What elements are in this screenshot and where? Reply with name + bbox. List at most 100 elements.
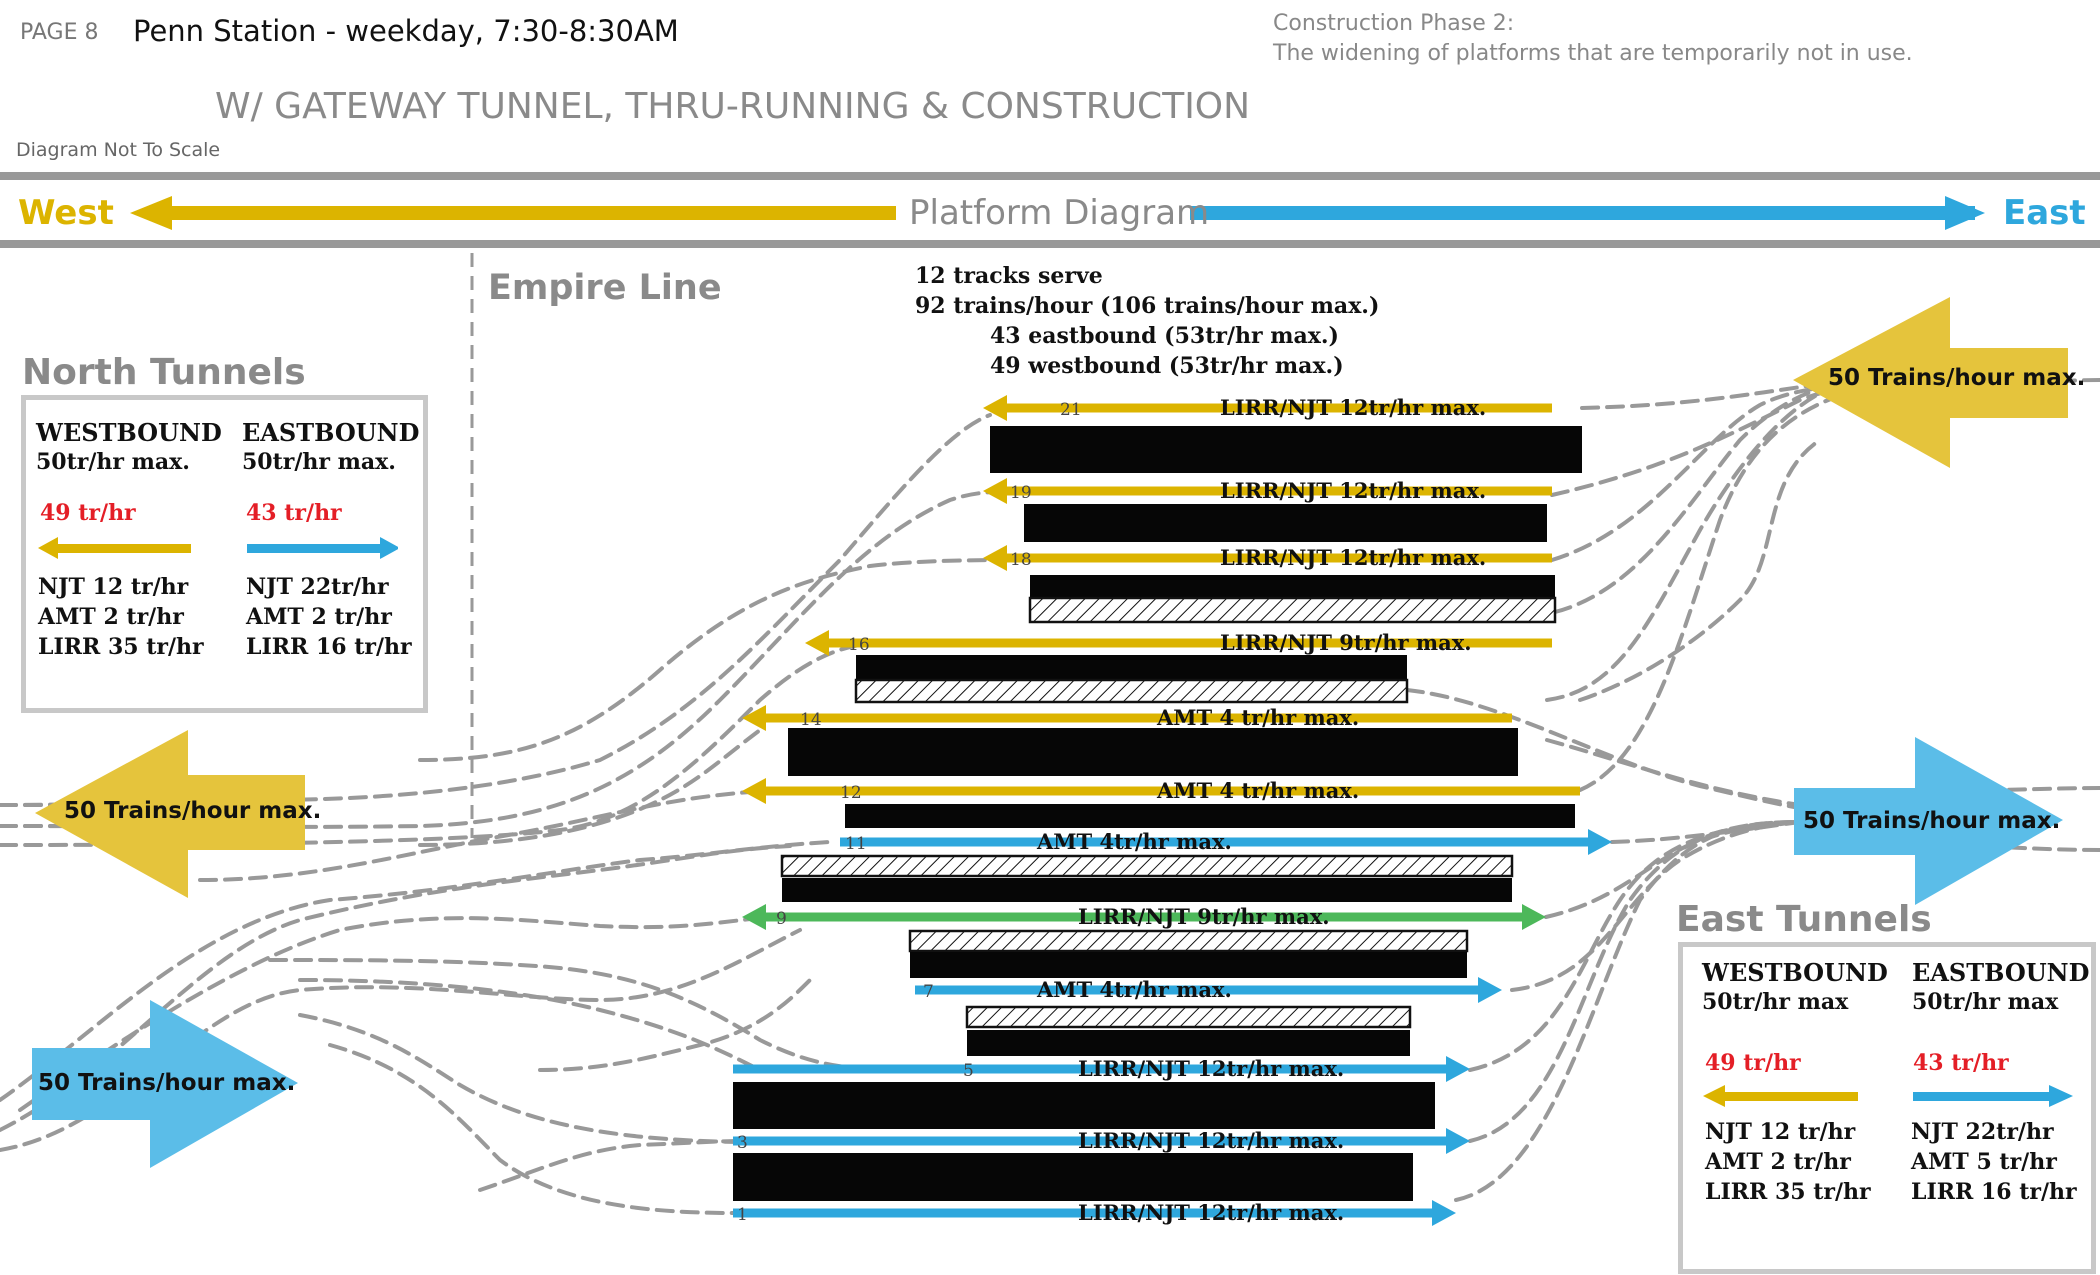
banner-top-rule: [0, 172, 2100, 180]
north-tunnel-eastbound-arrow: [32, 1000, 298, 1168]
east-westbound-rate: 49 tr/hr: [1705, 1050, 1801, 1076]
north-westbound-amt: AMT 2 tr/hr: [38, 604, 184, 630]
north-eastbound-max: 50tr/hr max.: [242, 449, 396, 475]
connector-curve: [418, 558, 1032, 762]
connector-curve: [328, 1043, 737, 1215]
east-eastbound-rate: 43 tr/hr: [1913, 1050, 2009, 1076]
summary-westbound: 49 westbound (53tr/hr max.): [990, 353, 1344, 379]
track-7: 7 AMT 4tr/hr max.: [915, 977, 1502, 1003]
track-label: LIRR/NJT 12tr/hr max.: [1220, 395, 1486, 420]
north-westbound-arrow: [38, 537, 191, 559]
east-label: East: [2003, 193, 2086, 233]
north-tunnels-panel: WESTBOUND 50tr/hr max. EASTBOUND 50tr/hr…: [21, 395, 428, 713]
east-eastbound-max: 50tr/hr max: [1912, 989, 2059, 1015]
east-eastbound-amt: AMT 5 tr/hr: [1911, 1149, 2057, 1175]
connector-curve: [198, 790, 752, 882]
connector-curve: [1510, 820, 1802, 992]
track-number: 21: [1060, 400, 1082, 420]
track-number: 19: [1010, 483, 1032, 503]
empire-line-label: Empire Line: [488, 268, 722, 308]
platform-8: [845, 804, 1575, 828]
north-westbound-arrow-label: 50 Trains/hour max.: [64, 798, 322, 824]
connector-curve: [0, 844, 792, 1132]
connector-curve: [478, 1139, 742, 1192]
track-18: 18 LIRR/NJT 12tr/hr max.: [983, 545, 1552, 571]
track-label: AMT 4 tr/hr max.: [1156, 778, 1359, 803]
platform-7: [788, 728, 1518, 776]
track-number: 1: [737, 1205, 748, 1225]
track-19: 19 LIRR/NJT 12tr/hr max.: [983, 478, 1552, 504]
platform-under-construction: [965, 1005, 1412, 1029]
east-westbound-max: 50tr/hr max: [1702, 989, 1849, 1015]
platforms: [733, 426, 1582, 1201]
banner-west-arrow: [130, 196, 896, 230]
platform-under-construction: [908, 929, 1469, 953]
summary-trains: 92 trains/hour (106 trains/hour max.): [915, 293, 1380, 319]
track-21: 21 LIRR/NJT 12tr/hr max.: [983, 395, 1552, 421]
platform-15: [733, 1082, 1435, 1129]
track-label: LIRR/NJT 12tr/hr max.: [1078, 1128, 1344, 1153]
north-westbound-lirr: LIRR 35 tr/hr: [38, 634, 204, 660]
east-westbound-arrow: [1703, 1085, 1858, 1107]
connector-curve: [1550, 378, 1922, 497]
platform-1: [990, 426, 1582, 473]
east-eastbound-header: EASTBOUND: [1912, 958, 2090, 987]
north-eastbound-amt: AMT 2 tr/hr: [246, 604, 392, 630]
connector-curve: [0, 413, 992, 807]
east-tunnels-panel: WESTBOUND 50tr/hr max EASTBOUND 50tr/hr …: [1678, 942, 2096, 1274]
track-label: LIRR/NJT 12tr/hr max.: [1220, 478, 1486, 503]
north-westbound-rate: 49 tr/hr: [40, 500, 136, 526]
east-westbound-arrow-label: 50 Trains/hour max.: [1828, 365, 2086, 391]
east-westbound-header: WESTBOUND: [1702, 958, 1888, 987]
north-eastbound-arrow-label: 50 Trains/hour max.: [38, 1070, 296, 1096]
track-label: AMT 4tr/hr max.: [1036, 977, 1232, 1002]
track-number: 11: [845, 834, 867, 854]
north-direction-arrows: [38, 537, 398, 559]
east-tunnel-eastbound-arrow: [1794, 737, 2063, 905]
page-title: Penn Station - weekday, 7:30-8:30AM: [133, 14, 679, 48]
track-label: LIRR/NJT 12tr/hr max.: [1078, 1056, 1344, 1081]
track-number: 18: [1010, 550, 1032, 570]
summary-eastbound: 43 eastbound (53tr/hr max.): [990, 323, 1339, 349]
platform-12: [910, 952, 1467, 978]
east-eastbound-lirr: LIRR 16 tr/hr: [1911, 1179, 2077, 1205]
north-westbound-max: 50tr/hr max.: [36, 449, 190, 475]
east-westbound-amt: AMT 2 tr/hr: [1705, 1149, 1851, 1175]
north-eastbound-header: EASTBOUND: [242, 418, 420, 447]
connector-curve: [0, 840, 832, 1102]
platform-14: [967, 1030, 1410, 1056]
platform-under-construction: [854, 678, 1409, 704]
connector-curve: [268, 958, 922, 1072]
north-eastbound-njt: NJT 22tr/hr: [246, 574, 389, 600]
connector-curve: [298, 1013, 742, 1144]
track-label: LIRR/NJT 9tr/hr max.: [1220, 630, 1472, 655]
east-direction-arrows: [1703, 1085, 2073, 1107]
platform-diagram-label: Platform Diagram: [909, 193, 1210, 233]
north-westbound-header: WESTBOUND: [36, 418, 222, 447]
east-tunnel-westbound-arrow: [1793, 297, 2068, 468]
connector-curve: [1545, 738, 1802, 807]
platform-10: [782, 878, 1512, 902]
track-number: 9: [776, 909, 787, 929]
east-eastbound-arrow: [1913, 1085, 2073, 1107]
platform-under-construction: [1028, 596, 1557, 624]
north-eastbound-lirr: LIRR 16 tr/hr: [246, 634, 412, 660]
connector-curve: [1610, 820, 1802, 844]
banner-bottom-rule: [0, 240, 2100, 248]
platform-3: [1030, 575, 1555, 597]
connector-curve: [0, 643, 862, 847]
scale-note: Diagram Not To Scale: [16, 139, 221, 161]
connector-curve: [298, 978, 762, 1072]
north-tunnel-westbound-arrow: [35, 730, 305, 898]
platform-2: [1024, 504, 1547, 542]
track-label: LIRR/NJT 12tr/hr max.: [1220, 545, 1486, 570]
north-eastbound-rate: 43 tr/hr: [246, 500, 342, 526]
track-number: 7: [923, 982, 934, 1002]
